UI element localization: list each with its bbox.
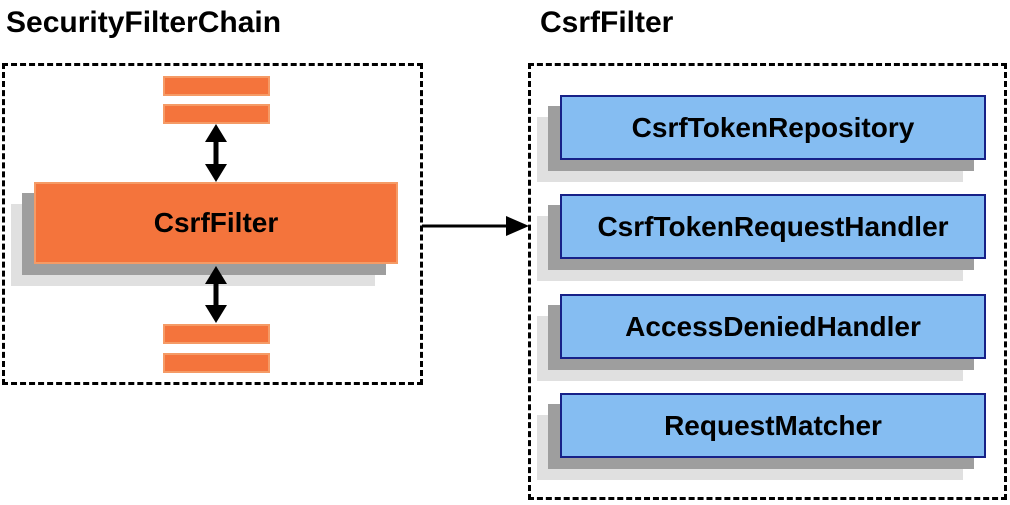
component-label: RequestMatcher (664, 409, 882, 441)
component-box-access-denied-handler: AccessDeniedHandler (560, 294, 986, 359)
component-box-csrf-token-request-handler: CsrfTokenRequestHandler (560, 194, 986, 259)
flow-arrow-icon (422, 216, 529, 236)
bidirectional-arrow-icon (205, 124, 227, 182)
csrf-filter-node-label: CsrfFilter (153, 207, 279, 238)
component-box-request-matcher: RequestMatcher (560, 393, 986, 458)
filter-placeholder-bar (163, 324, 270, 344)
csrf-filter-node: CsrfFilter (34, 182, 398, 264)
security-filter-chain-title: SecurityFilterChain (6, 6, 282, 39)
component-label: CsrfTokenRepository (631, 111, 915, 143)
security-filter-chain-group (2, 63, 423, 385)
bidirectional-arrow-icon (205, 266, 227, 323)
component-label: CsrfTokenRequestHandler (597, 210, 949, 242)
filter-placeholder-bar (163, 76, 270, 96)
filter-placeholder-bar (163, 353, 270, 373)
component-label: AccessDeniedHandler (625, 310, 921, 342)
csrf-filter-title: CsrfFilter (540, 6, 674, 39)
filter-placeholder-bar (163, 104, 270, 124)
csrf-filter-group (528, 63, 1007, 500)
component-box-csrf-token-repository: CsrfTokenRepository (560, 95, 986, 160)
